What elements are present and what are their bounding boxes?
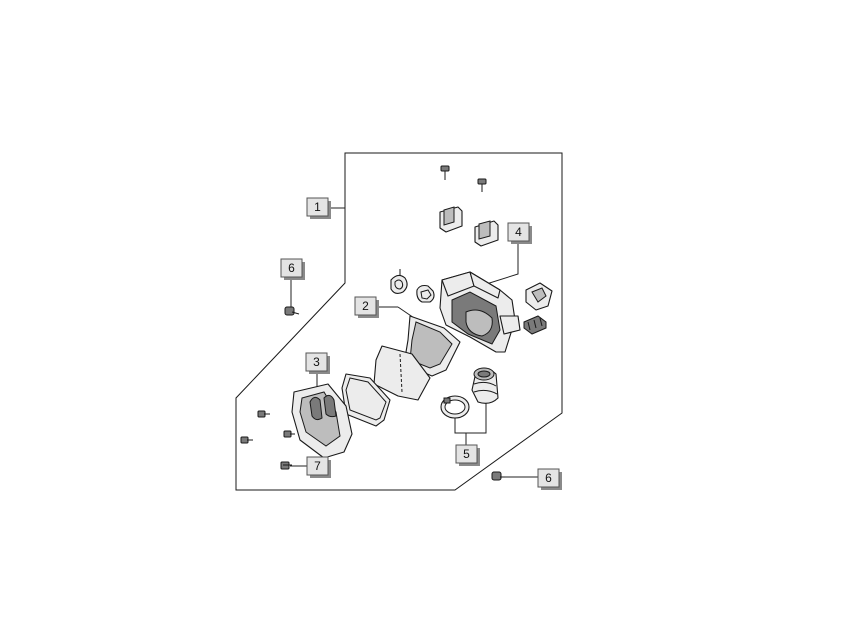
- callout-4: 4: [507, 222, 532, 244]
- screw-part-7: [280, 461, 292, 470]
- hose-clamp: [440, 395, 470, 419]
- clip-1: [439, 206, 463, 233]
- screw-top-1: [440, 165, 450, 180]
- gasket-small: [390, 269, 408, 295]
- gasket-square: [416, 284, 435, 303]
- side-bracket: [525, 282, 553, 311]
- svg-text:2: 2: [362, 299, 369, 313]
- housing-body: [439, 271, 521, 353]
- clip-2: [474, 220, 499, 247]
- callout-1: 1: [306, 197, 331, 219]
- cover-screw-2: [283, 430, 295, 438]
- filter-cover: [291, 383, 353, 459]
- screw-top-2: [477, 178, 487, 192]
- bolt-part-6-right: [491, 471, 505, 481]
- air-filter: [403, 315, 461, 377]
- svg-text:5: 5: [463, 447, 470, 461]
- leader-lines: [290, 207, 538, 478]
- callout-5: 5: [455, 444, 480, 466]
- svg-text:1: 1: [314, 200, 321, 214]
- svg-text:6: 6: [545, 471, 552, 485]
- svg-text:3: 3: [313, 355, 320, 369]
- cover-screw-3: [240, 436, 253, 444]
- svg-text:6: 6: [288, 261, 295, 275]
- assembly-outline: [235, 152, 563, 491]
- svg-text:4: 4: [515, 225, 522, 239]
- callout-6-right: 6: [537, 468, 562, 490]
- svg-text:7: 7: [314, 459, 321, 473]
- callout-6-left: 6: [280, 258, 305, 280]
- callout-3: 3: [305, 352, 330, 374]
- seal-frame: [341, 373, 391, 427]
- cover-screw-1: [257, 410, 270, 418]
- callout-2: 2: [354, 296, 379, 318]
- intake-boot: [471, 367, 499, 404]
- pre-filter: [373, 345, 431, 401]
- connector: [523, 315, 547, 335]
- callout-7: 7: [306, 456, 331, 478]
- bolt-part-6-left: [284, 306, 300, 316]
